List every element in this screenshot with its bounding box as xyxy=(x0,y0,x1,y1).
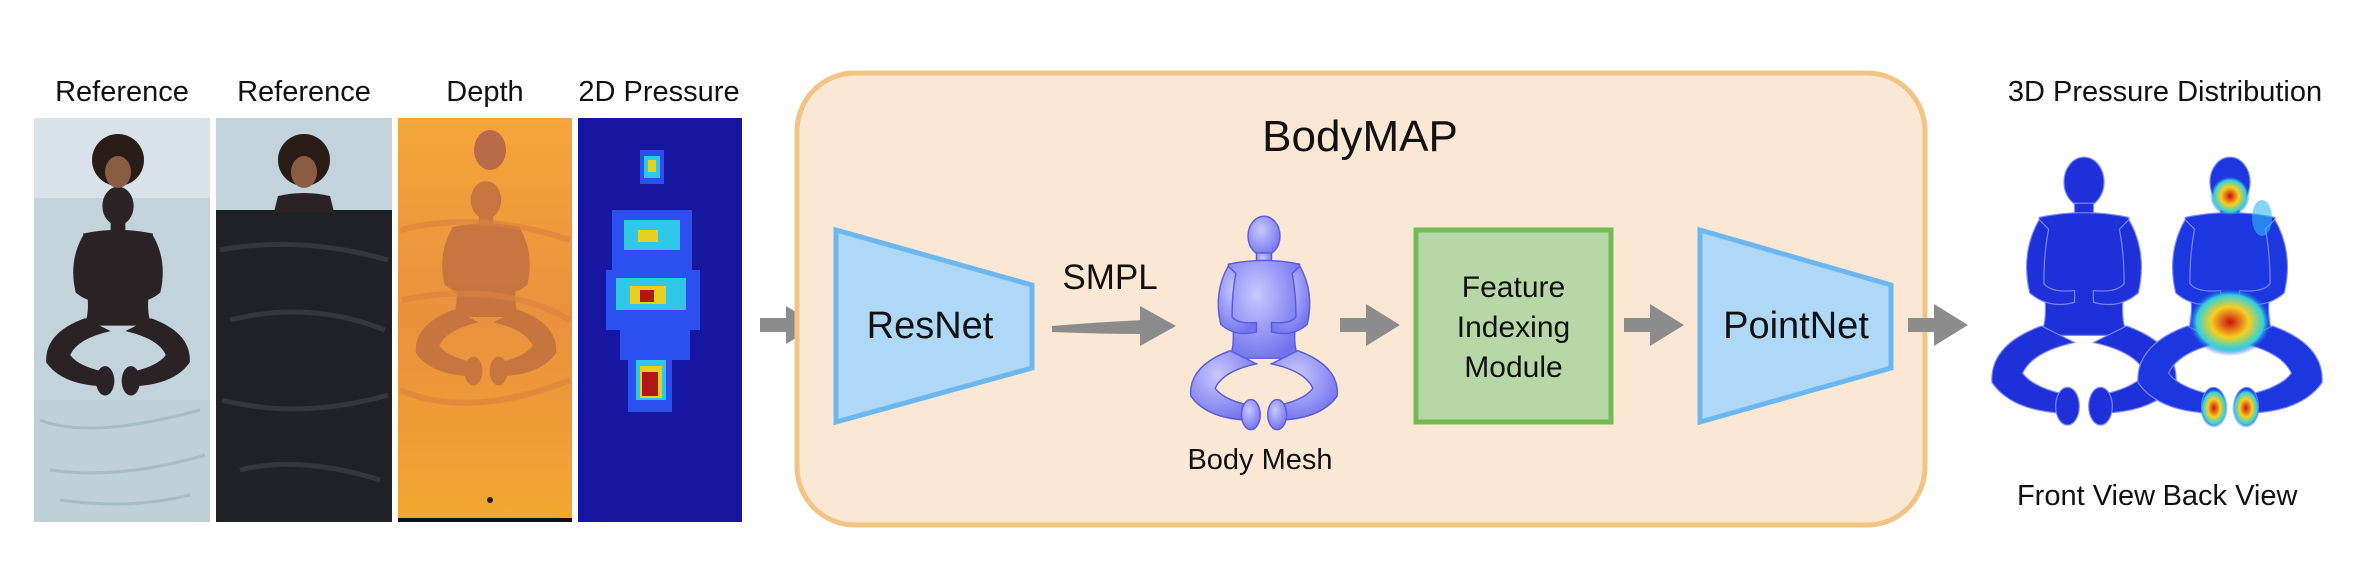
smpl-label: SMPL xyxy=(1062,258,1158,297)
output-title: 3D Pressure Distribution xyxy=(2007,76,2323,108)
arrow-mesh-to-feature xyxy=(1340,304,1400,346)
reference-1-title: Reference xyxy=(55,76,189,108)
arrow-resnet-to-mesh xyxy=(1052,306,1176,346)
bodymap-title: BodyMAP xyxy=(1262,112,1458,161)
pointnet-label: PointNet xyxy=(1723,305,1869,347)
pressure-2d-image xyxy=(578,118,742,522)
depth-image xyxy=(398,118,572,522)
feature-indexing-module-label: Feature Indexing Module xyxy=(1416,268,1611,388)
reference-2-title: Reference xyxy=(237,76,371,108)
reference-2-image xyxy=(216,118,392,522)
back-view-label: Back View xyxy=(2162,480,2298,512)
feature-indexing-module-block xyxy=(1413,227,1614,425)
bodymap-container xyxy=(794,70,1928,528)
resnet-block xyxy=(833,226,1035,426)
back-view-body xyxy=(2137,156,2323,428)
feature-label-line-2: Indexing xyxy=(1456,311,1571,344)
pointnet-block xyxy=(1697,226,1894,426)
feature-label-line-3: Module xyxy=(1464,351,1563,384)
body-mesh-label: Body Mesh xyxy=(1187,444,1333,476)
depth-title: Depth xyxy=(446,76,524,108)
arrow-feature-to-pointnet xyxy=(1624,304,1684,346)
pressure-2d-title: 2D Pressure xyxy=(578,76,740,108)
resnet-label: ResNet xyxy=(866,305,994,347)
feature-label-line-1: Feature xyxy=(1461,271,1566,304)
arrow-bodymap-to-output xyxy=(1908,304,1968,346)
reference-1-image xyxy=(34,118,210,522)
front-view-label: Front View xyxy=(2016,480,2156,512)
